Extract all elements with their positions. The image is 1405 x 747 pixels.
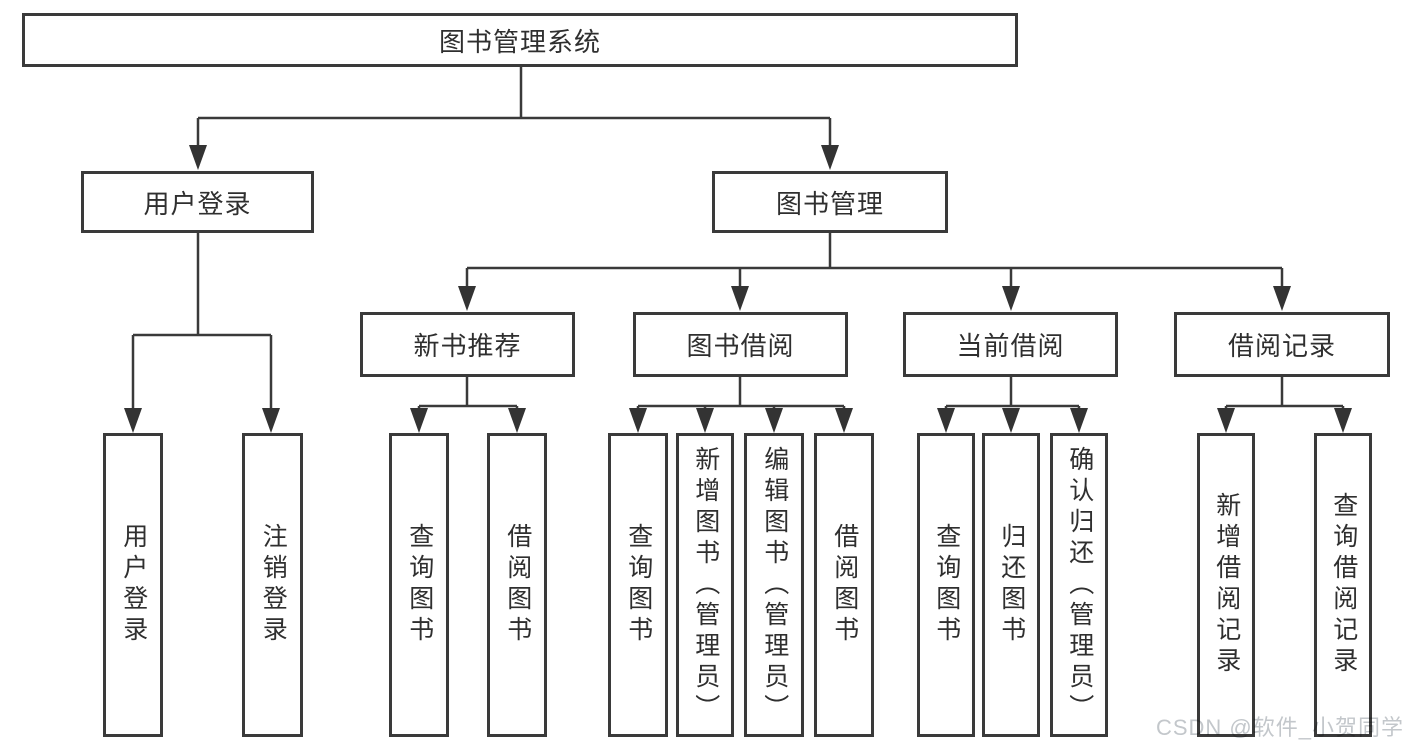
node-leaf-rec-borrow-books: 借阅图书 — [487, 433, 547, 737]
node-root: 图书管理系统 — [22, 13, 1018, 67]
node-leaf-br-add-record: 新增借阅记录 — [1197, 433, 1255, 737]
connector-borrow-records-to-leaves — [1217, 375, 1352, 433]
node-leaf-bb-query-books: 查询图书 — [608, 433, 668, 737]
node-leaf-bb-add-books: 新增图书（管理员） — [676, 433, 734, 737]
node-book-borrow: 图书借阅 — [633, 312, 848, 377]
node-borrow-records: 借阅记录 — [1174, 312, 1390, 377]
node-leaf-cb-query-books: 查询图书 — [917, 433, 975, 737]
node-leaf-logout: 注销登录 — [242, 433, 303, 737]
connector-book-borrow-to-leaves — [629, 375, 853, 433]
node-leaf-bb-borrow-books: 借阅图书 — [814, 433, 874, 737]
node-new-book-rec: 新书推荐 — [360, 312, 575, 377]
node-leaf-bb-edit-books: 编辑图书（管理员） — [744, 433, 804, 737]
node-user-login: 用户登录 — [81, 171, 314, 233]
connector-user-login-to-leaves — [124, 230, 280, 433]
connector-new-book-rec-to-leaves — [410, 375, 526, 433]
node-leaf-cb-return-books: 归还图书 — [982, 433, 1040, 737]
node-current-borrow: 当前借阅 — [903, 312, 1118, 377]
watermark: CSDN @软件_小贺同学 — [1155, 715, 1404, 740]
connector-book-mgmt-to-level3 — [458, 230, 1291, 311]
node-leaf-rec-query-books: 查询图书 — [389, 433, 449, 737]
connector-root-to-level2 — [189, 64, 839, 170]
node-leaf-user-login: 用户登录 — [103, 433, 163, 737]
node-book-mgmt: 图书管理 — [712, 171, 948, 233]
connector-current-borrow-to-leaves — [937, 375, 1088, 433]
node-leaf-cb-confirm-return: 确认归还（管理员） — [1050, 433, 1108, 737]
node-leaf-br-query-record: 查询借阅记录 — [1314, 433, 1372, 737]
